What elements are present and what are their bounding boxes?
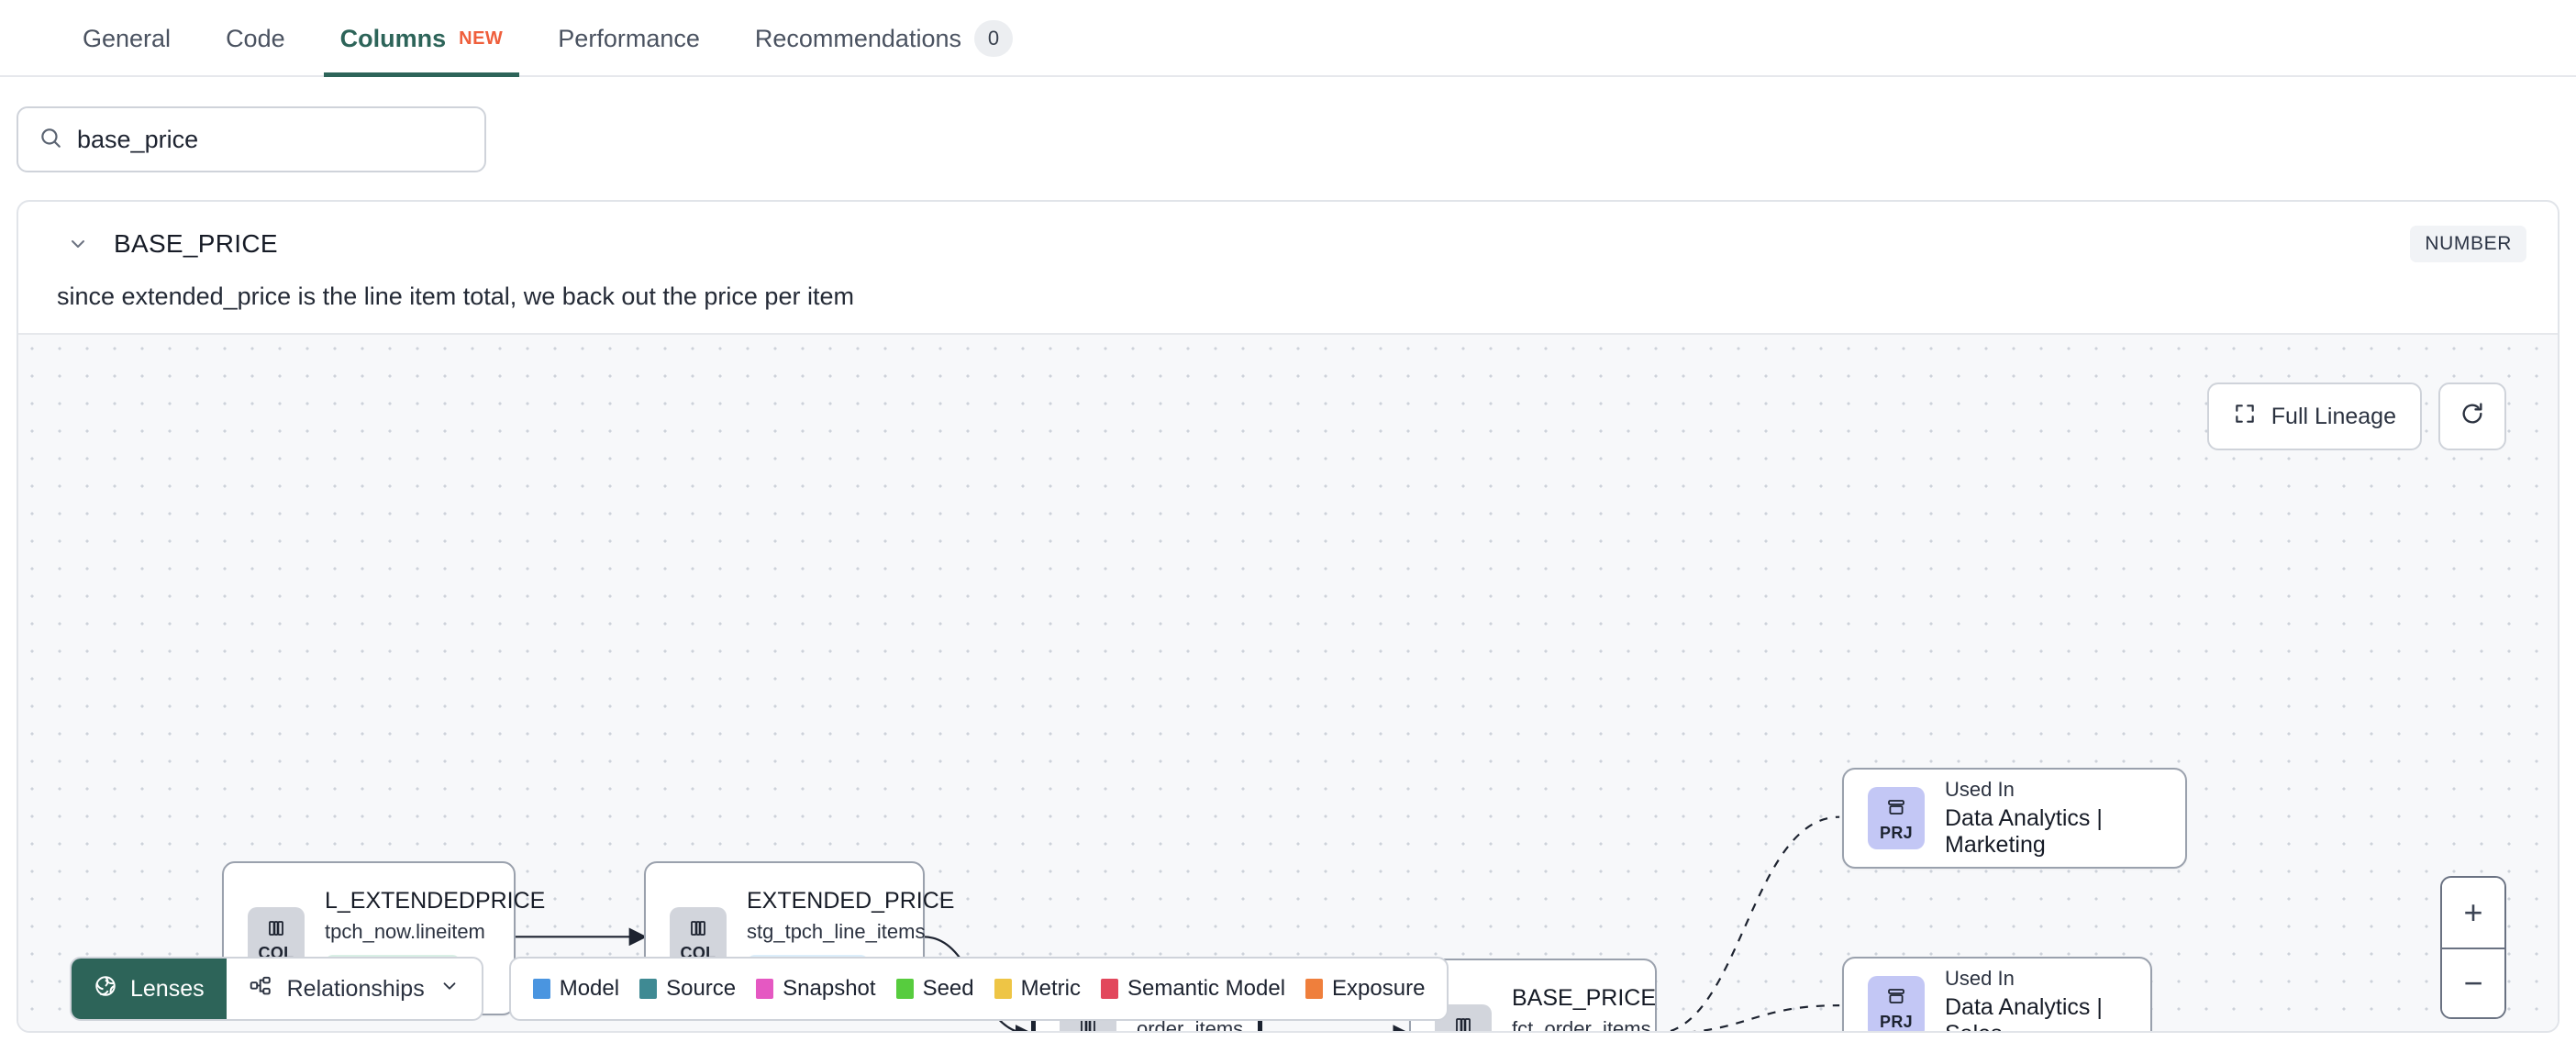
tab-label: Recommendations [754, 24, 961, 52]
search-input[interactable] [77, 125, 464, 154]
lineage-node-project-marketing[interactable]: PRJ Used In Data Analytics | Marketing [1842, 768, 2187, 869]
tab-bar: General Code Columns NEW Performance Rec… [0, 0, 2576, 77]
node-subtitle: tpch_now.lineitem [325, 919, 485, 943]
project-icon [1885, 983, 1907, 1011]
node-used-in-label: Used In [1945, 967, 2015, 990]
search-icon [39, 126, 62, 154]
zoom-in-button[interactable]: + [2442, 878, 2504, 948]
node-subtitle: stg_tpch_line_items [747, 919, 926, 943]
tab-label: Code [226, 24, 285, 52]
search-box[interactable] [17, 106, 486, 172]
lenses-relationships-group: Lenses Relationships [70, 957, 483, 1021]
legend-swatch [756, 979, 774, 999]
legend-swatch [994, 979, 1012, 999]
lineage-canvas[interactable]: COL L_EXTENDEDPRICE tpch_now.lineitem SO… [18, 333, 2558, 1033]
column-card: BASE_PRICE NUMBER since extended_price i… [17, 200, 2559, 1033]
new-badge: NEW [459, 28, 504, 49]
tab-label: Columns [339, 24, 447, 52]
node-body: Used In Data Analytics | Sales [1945, 967, 2126, 1031]
column-icon [265, 914, 287, 942]
legend-swatch [895, 979, 914, 999]
column-type-badge: NUMBER [2410, 226, 2526, 262]
full-lineage-button[interactable]: Full Lineage [2206, 382, 2422, 450]
legend-label: Exposure [1332, 976, 1426, 1001]
lenses-button[interactable]: Lenses [72, 959, 227, 1019]
legend-item-exposure: Exposure [1305, 976, 1425, 1002]
legend-item-source: Source [639, 976, 736, 1002]
prj-chip-label: PRJ [1880, 823, 1913, 842]
prj-chip: PRJ [1868, 787, 1925, 849]
node-title: L_EXTENDEDPRICE [325, 887, 546, 914]
legend-item-model: Model [532, 976, 620, 1002]
relationships-dropdown[interactable]: Relationships [227, 959, 482, 1019]
legend-label: Seed [922, 976, 974, 1001]
node-body: Used In Data Analytics | Marketing [1945, 778, 2161, 859]
legend-swatch [532, 979, 550, 999]
recommendations-count-badge: 0 [974, 20, 1013, 57]
tab-code[interactable]: Code [198, 0, 313, 77]
node-project-name: Data Analytics | Marketing [1945, 805, 2103, 858]
column-header: BASE_PRICE NUMBER [18, 202, 2558, 262]
tab-label: General [83, 24, 172, 52]
legend-item-snapshot: Snapshot [756, 976, 876, 1002]
node-title: BASE_PRICE [1512, 984, 1657, 1011]
canvas-top-controls: Full Lineage [2206, 382, 2506, 450]
expand-corners-icon [2233, 402, 2257, 432]
legend-swatch [639, 979, 658, 999]
refresh-icon [2459, 401, 2485, 433]
node-project-name: Data Analytics | Sales [1945, 994, 2103, 1031]
canvas-bottom-toolbar: Lenses Relationships [70, 957, 1449, 1021]
tab-general[interactable]: General [55, 0, 198, 77]
search-area [0, 77, 2576, 172]
column-icon [1452, 1012, 1474, 1031]
tab-performance[interactable]: Performance [530, 0, 727, 77]
chevron-down-icon [439, 976, 460, 1003]
legend-item-seed: Seed [895, 976, 974, 1002]
node-title: EXTENDED_PRICE [747, 887, 955, 914]
column-name: BASE_PRICE [114, 229, 278, 258]
node-used-in-label: Used In [1945, 778, 2015, 801]
refresh-button[interactable] [2438, 382, 2506, 450]
zoom-controls: + − [2440, 876, 2506, 1019]
full-lineage-label: Full Lineage [2271, 403, 2396, 429]
legend-label: Snapshot [783, 976, 876, 1001]
lenses-label: Lenses [130, 975, 205, 1002]
lineage-node-base-price-fct-order-items[interactable]: COL BASE_PRICE fct_order_items MODEL [1409, 959, 1657, 1033]
chevron-down-icon[interactable] [66, 232, 90, 256]
tab-label: Performance [558, 24, 700, 52]
legend-label: Semantic Model [1127, 976, 1286, 1001]
column-description: since extended_price is the line item to… [57, 283, 854, 310]
legend-swatch [1100, 979, 1118, 999]
node-subtitle: fct_order_items [1512, 1016, 1651, 1033]
tab-columns[interactable]: Columns NEW [313, 0, 531, 77]
legend-item-metric: Metric [994, 976, 1081, 1002]
lineage-node-project-sales[interactable]: PRJ Used In Data Analytics | Sales [1842, 957, 2152, 1031]
aperture-icon [94, 974, 117, 1004]
relationships-label: Relationships [286, 975, 425, 1002]
column-icon [687, 914, 709, 942]
prj-chip: PRJ [1868, 976, 1925, 1031]
legend-swatch [1305, 979, 1324, 999]
legend-label: Model [559, 976, 620, 1001]
project-icon [1885, 794, 1907, 822]
relationships-icon [249, 974, 272, 1004]
prj-chip-label: PRJ [1880, 1012, 1913, 1031]
legend-item-semantic-model: Semantic Model [1100, 976, 1286, 1002]
legend-label: Metric [1020, 976, 1081, 1001]
tab-recommendations[interactable]: Recommendations 0 [727, 0, 1040, 77]
lineage-legend: Model Source Snapshot Seed Metric [508, 957, 1449, 1021]
node-body: BASE_PRICE fct_order_items MODEL [1512, 984, 1657, 1033]
zoom-out-button[interactable]: − [2442, 948, 2504, 1017]
legend-label: Source [666, 976, 737, 1001]
